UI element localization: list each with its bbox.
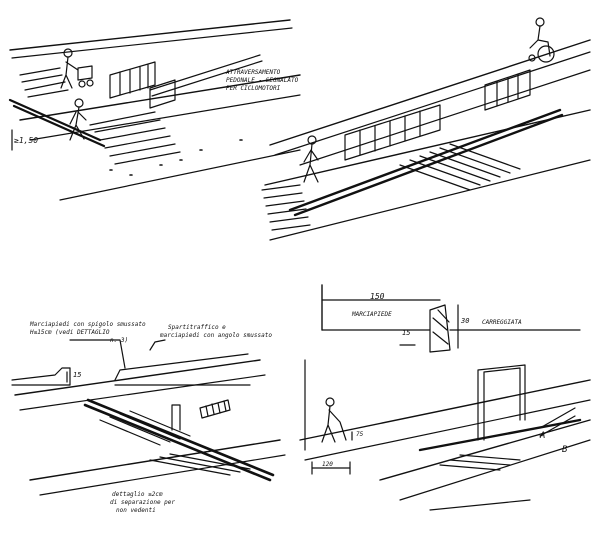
- sketch4-point-a: A: [540, 431, 546, 441]
- sketch4-bottom-dim: 120: [322, 461, 333, 468]
- sketch3-bottom-note-line1: dettaglio ≥2cm: [112, 491, 163, 498]
- sketch1-note-line3: PER CICLOMOTORI: [226, 85, 281, 92]
- sketch4-small-dim: 75: [356, 431, 364, 438]
- sketch4-road-label: CARREGGIATA: [482, 319, 522, 326]
- sketch4-width-dim: 150: [370, 292, 385, 301]
- sketch4-sidewalk-label: MARCIAPIEDE: [352, 311, 392, 318]
- sketch1-dimension: ≥1,50: [14, 136, 39, 145]
- sketch-crosswalk-top-left: [8, 19, 301, 201]
- sketch3-bottom-note-line2: di separazione per: [110, 499, 176, 506]
- sketch1-note-line2: PEDONALE - SEGNALATO: [226, 77, 299, 84]
- sketch-ramp-top-right: [261, 17, 591, 241]
- sketch4-point-b: B: [562, 445, 568, 455]
- sketch3-note-left-line2: H≤15cm (vedi DETTAGLIO: [30, 329, 110, 336]
- sketch4-height-right: 30: [461, 317, 470, 325]
- sketch3-note-left-line1: Marciapiedi con spigolo smussato: [30, 321, 146, 328]
- sketch3-note-right-line2: marciapiedi con angolo smussato: [160, 332, 272, 339]
- sketch4-height-left: 15: [402, 329, 411, 337]
- sketch3-note-left-line3: n. 3): [110, 337, 129, 344]
- sketch3-height-mark: 15: [73, 371, 82, 379]
- sketch-ramp-detail-bottom-right: [299, 284, 591, 511]
- sketch3-bottom-note-line3: non vedenti: [116, 507, 156, 514]
- sketch-curb-detail-bottom-left: [11, 339, 286, 496]
- sketch1-note-line1: ATTRAVERSAMENTO: [226, 69, 281, 76]
- sketch3-note-right-line1: Spartitraffico e: [168, 324, 226, 331]
